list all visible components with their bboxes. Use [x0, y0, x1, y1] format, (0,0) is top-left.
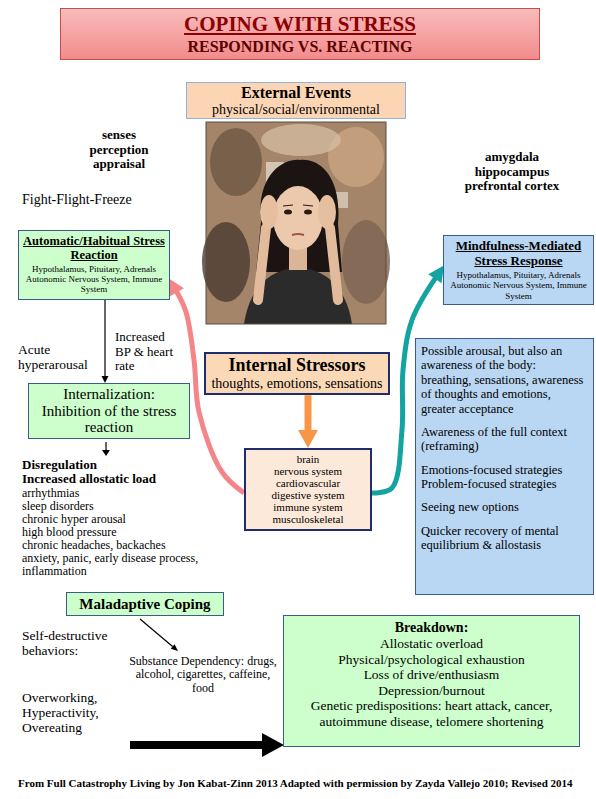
box-text: physical/social/environmental [191, 102, 401, 117]
box-text: Quicker recovery of mental equilibrium &… [421, 524, 588, 553]
box-heading: Breakdown: [290, 620, 573, 636]
state-label: Increased BP & heart rate [115, 330, 181, 374]
arrow-head [102, 450, 110, 456]
box-text: Genetic predispositions: heart attack, c… [290, 698, 573, 729]
box-heading: Internalization: [33, 386, 185, 403]
background-figure [261, 124, 341, 156]
connector-line [104, 300, 105, 377]
list-heading: Disregulation [22, 458, 97, 473]
response-box: Mindfulness-Mediated Stress ResponseHypo… [443, 235, 594, 305]
arm [258, 228, 266, 300]
box-heading: Mindfulness-Mediated Stress Response [448, 239, 589, 269]
brain-region-label: amygdala hippocampus prefrontal cortex [456, 150, 568, 194]
box-text: Emotions-focused strategies Problem-focu… [421, 463, 588, 492]
arrow-head [171, 644, 178, 651]
box-heading: Automatic/Habitual Stress Reaction [23, 234, 165, 263]
box-text: Physical/psychological exhaustion [290, 652, 573, 668]
list-item: chronic hyper arousal [22, 513, 126, 526]
box-heading: COPING WITH STRESS [67, 12, 533, 37]
title-band: COPING WITH STRESSRESPONDING VS. REACTIN… [60, 8, 540, 60]
box-text: digestive system [250, 489, 366, 501]
box-text: nervous system [250, 465, 366, 477]
maladaptive-box: Maladaptive Coping [66, 592, 224, 616]
box-text: Inhibition of the stress reaction [33, 403, 185, 436]
box-text: thoughts, emotions, sensations [210, 376, 384, 391]
hand [318, 195, 336, 229]
list-item: sleep disorders [22, 500, 94, 513]
box-text: Awareness of the full context (reframing… [421, 425, 588, 454]
breakdown-box: Breakdown:Allostatic overloadPhysical/ps… [283, 615, 580, 747]
box-text: musculoskeletal [250, 513, 366, 525]
list-heading: Increased allostatic load [22, 472, 156, 487]
box-heading: External Events [191, 84, 401, 102]
box-text: Maladaptive Coping [71, 595, 219, 613]
event-box: External Eventsphysical/social/environme… [186, 82, 406, 119]
box-text: Loss of drive/enthusiasm [290, 667, 573, 683]
brow [283, 205, 313, 206]
box-heading: Possible arousal, but also an awareness … [421, 344, 588, 416]
background-figure [202, 222, 250, 302]
process-label: senses perception appraisal [86, 128, 152, 172]
internalization-box: Internalization:Inhibition of the stress… [28, 383, 190, 439]
arm [330, 228, 338, 300]
box-text: Depression/burnout [290, 683, 573, 699]
body-systems-box: brainnervous systemcardiovasculardigesti… [244, 448, 372, 531]
background-figure [342, 220, 390, 304]
behavior-label: Overworking, Hyperactivity, Overeating [22, 690, 118, 735]
eye [304, 210, 312, 215]
box-text: Hypothalamus, Pituitary, Adrenals Autono… [448, 270, 589, 301]
response-list-box: Possible arousal, but also an awareness … [415, 338, 594, 595]
leader-line [105, 442, 106, 450]
box-text: Seeing new options [421, 500, 588, 514]
box-text: RESPONDING VS. REACTING [67, 37, 533, 56]
list-item: anxiety, panic, early disease process, i… [22, 552, 237, 579]
hand [260, 195, 278, 229]
big-arrow-shaft [130, 741, 264, 749]
behavior-label: Substance Dependency: drugs, alcohol, ci… [127, 655, 279, 695]
list-item: high blood pressure [22, 526, 117, 539]
leader-line [140, 619, 173, 647]
behavior-label: Self-destructive behaviors: [22, 628, 122, 658]
box-heading: brain [250, 453, 366, 465]
face [273, 186, 323, 250]
box-text: cardiovascular [250, 477, 366, 489]
box-text: Allostatic overload [290, 636, 573, 652]
reaction-label: Fight-Flight-Freeze [22, 192, 132, 208]
big-arrow-head [262, 733, 284, 757]
list-item: arrhythmias [22, 487, 79, 500]
box-text: immune system [250, 501, 366, 513]
stressor-box: Internal Stressorsthoughts, emotions, se… [204, 352, 390, 395]
list-item: chronic headaches, backaches [22, 539, 166, 552]
background-figure [210, 128, 262, 196]
photo-frame [206, 122, 386, 324]
reaction-box: Automatic/Habitual Stress ReactionHypoth… [18, 230, 170, 300]
box-text: Hypothalamus, Pituitary, Adrenals Autono… [23, 264, 165, 295]
state-label: Acute hyperarousal [18, 342, 100, 372]
eye [284, 210, 292, 215]
caption: From Full Catastrophy Living by Jon Kaba… [18, 777, 573, 790]
stress-flow-arrow [305, 395, 312, 433]
mouth [292, 234, 304, 235]
box-heading: Internal Stressors [210, 356, 384, 376]
photo-illustration [202, 122, 390, 324]
